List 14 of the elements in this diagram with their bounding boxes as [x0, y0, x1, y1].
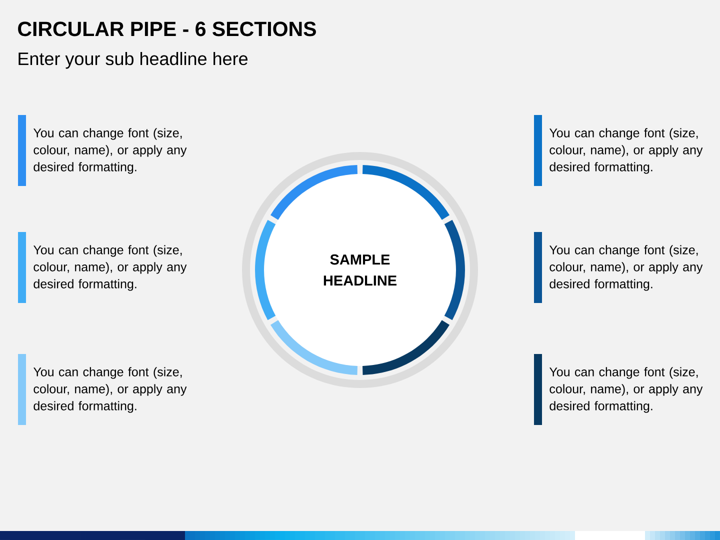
body-text: You can change font (size, colour, name), or apply any desired formatting. — [34, 128, 187, 174]
ring-segment — [270, 320, 358, 375]
ring-segment — [270, 165, 358, 220]
title: CIRCULAR PIPE - 6 SECTIONS — [18, 22, 316, 36]
body-text: You can change font (size, colour, name), or apply any desired formatting. — [34, 367, 187, 413]
body-text: You can change font (size, colour, name), or apply any desired formatting. — [549, 128, 703, 174]
subtitle: Enter your sub headline here — [18, 52, 248, 69]
ring-segment — [362, 320, 450, 375]
body-text: You can change font (size, colour, name), or apply any desired formatting. — [549, 367, 703, 413]
ring-segment — [444, 220, 465, 320]
ring-segment — [362, 165, 450, 220]
ring-segment — [255, 220, 276, 320]
body-text: You can change font (size, colour, name), or apply any desired formatting. — [34, 245, 187, 291]
body-text: You can change font (size, colour, name), or apply any desired formatting. — [549, 245, 703, 291]
